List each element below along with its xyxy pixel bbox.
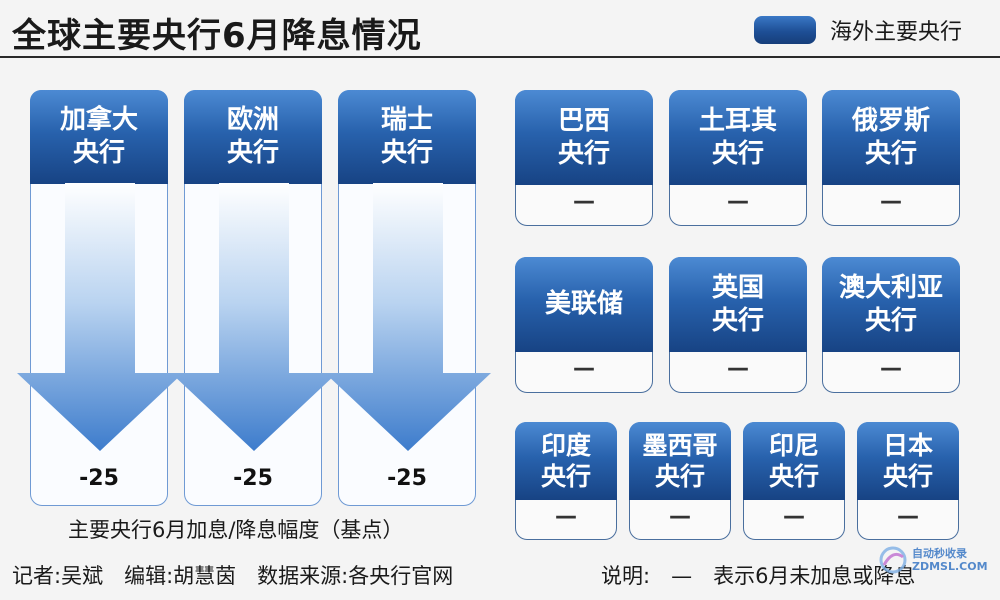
- bank-name: 瑞士: [380, 105, 433, 135]
- footer-credits: 记者:吴斌 编辑:胡慧茵 数据来源:各央行官网: [12, 564, 454, 588]
- bank-name: 印度: [540, 431, 591, 460]
- bank-card-header: 印尼 央行: [743, 422, 845, 500]
- bank-card-header: 澳大利亚 央行: [822, 257, 960, 352]
- cut-card-header: 加拿大 央行: [30, 90, 168, 184]
- bank-card-japan: 日本 央行 —: [857, 422, 959, 540]
- bank-card-brazil: 巴西 央行 —: [515, 90, 653, 226]
- bank-name: 俄罗斯: [851, 105, 930, 136]
- bank-value: —: [880, 189, 902, 214]
- bank-name: 土耳其: [698, 105, 777, 136]
- watermark-url: ZDMSL.COM: [912, 560, 988, 573]
- bank-card-india: 印度 央行 —: [515, 422, 617, 540]
- watermark: 自动秒收录 ZDMSL.COM: [878, 540, 990, 580]
- bank-card-turkey: 土耳其 央行 —: [669, 90, 807, 226]
- bank-value: —: [669, 504, 691, 529]
- legend: 海外主要央行: [753, 14, 962, 46]
- bank-name: 加拿大: [59, 105, 138, 135]
- down-arrow-icon: [325, 183, 491, 451]
- bank-value: —: [783, 504, 805, 529]
- bank-name: 巴西: [557, 105, 610, 136]
- cuts-caption: 主要央行6月加息/降息幅度（基点）: [68, 518, 404, 542]
- bank-name-suffix: 央行: [711, 305, 764, 336]
- bank-name-suffix: 央行: [654, 462, 705, 491]
- bank-name-suffix: 央行: [882, 462, 933, 491]
- bank-name: 英国: [711, 272, 764, 303]
- bank-name: 欧洲: [226, 105, 279, 135]
- bank-value: —: [880, 356, 902, 381]
- bank-value: —: [727, 356, 749, 381]
- page-title: 全球主要央行6月降息情况: [12, 16, 422, 56]
- cut-card-header: 欧洲 央行: [184, 90, 322, 184]
- watermark-logo-icon: [879, 546, 907, 574]
- bank-name-suffix: 央行: [711, 138, 764, 169]
- bank-card-header: 日本 央行: [857, 422, 959, 500]
- bank-card-header: 美联储: [515, 257, 653, 352]
- bank-value: —: [573, 189, 595, 214]
- cut-value: -25: [233, 466, 273, 491]
- bank-card-russia: 俄罗斯 央行 —: [822, 90, 960, 226]
- bank-card-header: 印度 央行: [515, 422, 617, 500]
- bank-value: —: [897, 504, 919, 529]
- bank-value: —: [727, 189, 749, 214]
- bank-name-suffix: 央行: [864, 305, 917, 336]
- bank-card-fed: 美联储 —: [515, 257, 653, 393]
- legend-swatch: [753, 16, 816, 44]
- cut-card-header: 瑞士 央行: [338, 90, 476, 184]
- bank-name-suffix: 央行: [540, 462, 591, 491]
- watermark-text: 自动秒收录: [912, 547, 967, 560]
- cut-value: -25: [387, 466, 427, 491]
- bank-card-uk: 英国 央行 —: [669, 257, 807, 393]
- bank-name-suffix: 央行: [557, 138, 610, 169]
- down-arrow-icon: [171, 183, 337, 451]
- bank-card-indonesia: 印尼 央行 —: [743, 422, 845, 540]
- legend-label: 海外主要央行: [829, 20, 962, 45]
- cut-card-europe: 欧洲 央行 -25: [171, 90, 337, 506]
- bank-name-suffix: 央行: [72, 138, 125, 168]
- bank-value: —: [573, 356, 595, 381]
- bank-name-suffix: 央行: [864, 138, 917, 169]
- bank-name: 美联储: [544, 289, 623, 319]
- bank-name-suffix: 央行: [380, 138, 433, 168]
- cut-value: -25: [79, 466, 119, 491]
- bank-name: 日本: [882, 431, 933, 460]
- cut-card-switzerland: 瑞士 央行 -25: [325, 90, 491, 506]
- bank-card-header: 巴西 央行: [515, 90, 653, 185]
- bank-name-suffix: 央行: [226, 138, 279, 168]
- title-divider: [0, 56, 1000, 58]
- footer-note: 说明: — 表示6月未加息或降息: [601, 564, 916, 588]
- bank-value: —: [555, 504, 577, 529]
- bank-card-header: 英国 央行: [669, 257, 807, 352]
- bank-card-header: 俄罗斯 央行: [822, 90, 960, 185]
- bank-name: 印尼: [768, 431, 819, 460]
- bank-name-suffix: 央行: [768, 462, 819, 491]
- bank-card-australia: 澳大利亚 央行 —: [822, 257, 960, 393]
- bank-card-header: 土耳其 央行: [669, 90, 807, 185]
- bank-name: 澳大利亚: [838, 272, 943, 303]
- bank-name: 墨西哥: [642, 431, 718, 460]
- bank-card-mexico: 墨西哥 央行 —: [629, 422, 731, 540]
- bank-card-header: 墨西哥 央行: [629, 422, 731, 500]
- cut-card-canada: 加拿大 央行 -25: [17, 90, 183, 506]
- down-arrow-icon: [17, 183, 183, 451]
